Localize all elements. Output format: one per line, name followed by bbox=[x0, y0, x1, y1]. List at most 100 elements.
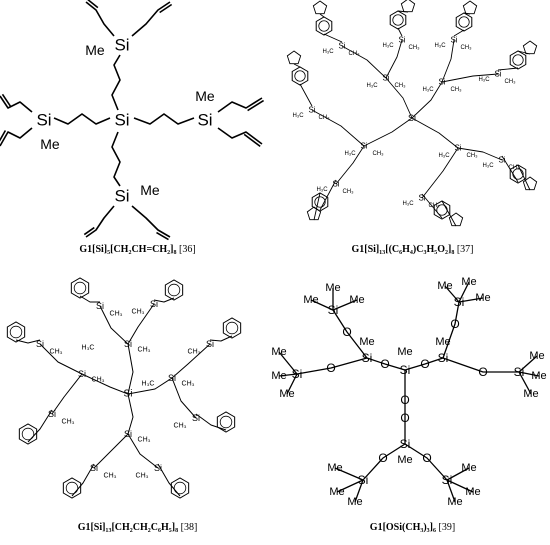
silicon-center: Si bbox=[114, 111, 129, 130]
bond bbox=[217, 127, 263, 145]
bond bbox=[421, 193, 443, 219]
methyl-label: Me bbox=[465, 486, 480, 498]
methyl-label: CH₃ bbox=[408, 45, 420, 51]
methyl-label: CH₃ bbox=[132, 309, 145, 316]
bond bbox=[153, 297, 175, 303]
silicon-bottom: Si bbox=[114, 187, 129, 206]
bond bbox=[127, 433, 159, 469]
aromatic-circle bbox=[294, 70, 306, 82]
caption-formula: G1[Si]₁₃[CH₂CH₂C₆H₅]₈ bbox=[77, 522, 179, 533]
silicon-outer: Si bbox=[332, 180, 339, 189]
bond bbox=[53, 113, 111, 125]
methyl-bottom: Me bbox=[140, 182, 160, 198]
bond bbox=[319, 179, 337, 211]
silicon-outer: Si bbox=[498, 156, 505, 165]
methyl-label: H₃C bbox=[434, 43, 446, 49]
methyl-label: H₃C bbox=[422, 87, 434, 93]
aromatic-circle bbox=[167, 283, 181, 297]
bond bbox=[518, 371, 532, 395]
dioxolane-ring bbox=[522, 40, 538, 55]
dioxolane-ring bbox=[312, 0, 328, 15]
bond bbox=[15, 339, 41, 344]
silicon-outer: Si bbox=[206, 339, 214, 349]
bond bbox=[421, 147, 459, 199]
methyl-label: H₃C bbox=[402, 201, 414, 207]
caption-formula: G1[Si]₁₃[(C₆H₄)C₃H₅O₂]₈ bbox=[351, 244, 455, 255]
bond bbox=[334, 467, 364, 481]
methyl-label: Me bbox=[531, 370, 546, 382]
bond bbox=[397, 27, 403, 37]
methyl-label: Me bbox=[347, 496, 362, 508]
methyl-label: Me bbox=[437, 280, 452, 292]
bond bbox=[310, 299, 334, 311]
methyl-label: CH₃ bbox=[372, 151, 384, 157]
bond bbox=[131, 1, 171, 37]
dioxolane-ring bbox=[448, 212, 464, 227]
bond bbox=[441, 200, 457, 227]
silicon-outer: Si bbox=[450, 36, 457, 45]
bond bbox=[404, 363, 426, 371]
caption-reference: [36] bbox=[178, 244, 196, 255]
bond bbox=[518, 355, 538, 373]
aromatic-circle bbox=[65, 481, 79, 495]
bond bbox=[293, 63, 301, 68]
bond bbox=[278, 351, 298, 375]
structure-caption-2: G1[Si]₁₃[(C₆H₄)C₃H₅O₂]₈ [37] bbox=[275, 244, 550, 255]
caption-reference: [39] bbox=[438, 522, 456, 533]
benzene-ring bbox=[70, 277, 90, 299]
methyl-label: Me bbox=[271, 370, 286, 382]
silicon-outer: Si bbox=[192, 413, 200, 423]
silicon-outer: Si bbox=[90, 463, 98, 473]
oxygen: O bbox=[478, 365, 487, 379]
bond bbox=[296, 357, 368, 375]
methyl-label: Me bbox=[435, 336, 450, 348]
aromatic-circle bbox=[314, 196, 326, 208]
bond bbox=[85, 205, 115, 238]
benzene-ring bbox=[170, 477, 190, 499]
bond bbox=[171, 377, 197, 419]
methyl-label: CH₃ bbox=[104, 473, 117, 480]
benzene-ring bbox=[18, 423, 38, 445]
bond bbox=[497, 67, 519, 71]
silicon-outer: Si bbox=[48, 409, 56, 419]
methyl-label: H₃C bbox=[322, 49, 334, 55]
methyl-label: Me bbox=[461, 462, 476, 474]
methyl-label: CH₃ bbox=[136, 473, 149, 480]
bond bbox=[39, 343, 83, 375]
aromatic-circle bbox=[392, 14, 404, 26]
methyl-label: CH₃ bbox=[318, 115, 330, 121]
benzene-ring bbox=[291, 66, 309, 86]
bond bbox=[81, 373, 129, 395]
methyl-label: CH₃ bbox=[504, 79, 516, 85]
methyl-label: H₃C bbox=[382, 43, 394, 49]
silicon-outer: Si bbox=[150, 299, 158, 309]
methyl-label: H₃C bbox=[82, 345, 95, 352]
benzene-ring bbox=[455, 12, 473, 32]
bond bbox=[446, 467, 470, 481]
oxygen: O bbox=[380, 357, 389, 371]
methyl-right: Me bbox=[195, 88, 215, 104]
bond bbox=[384, 363, 406, 371]
methyl-label: H₃C bbox=[438, 153, 450, 159]
bond bbox=[341, 45, 387, 79]
caption-reference: [38] bbox=[180, 522, 198, 533]
dioxolane-ring bbox=[306, 206, 322, 221]
methyl-label: Me bbox=[447, 496, 462, 508]
bond bbox=[458, 297, 484, 303]
benzene-ring bbox=[216, 411, 236, 433]
methyl-label: CH₃ bbox=[450, 87, 462, 93]
bond bbox=[93, 433, 129, 469]
silicon-outer: Si bbox=[308, 106, 315, 115]
bond bbox=[195, 413, 227, 431]
bond bbox=[385, 77, 413, 119]
bond bbox=[411, 117, 459, 149]
bond bbox=[442, 357, 519, 373]
methyl-label: CH₃ bbox=[394, 83, 406, 89]
dioxolane-ring bbox=[522, 176, 538, 191]
methyl-label: Me bbox=[327, 462, 342, 474]
methyl-label: Me bbox=[397, 454, 412, 466]
silicon-outer: Si bbox=[494, 70, 501, 79]
benzene-ring bbox=[164, 279, 184, 301]
